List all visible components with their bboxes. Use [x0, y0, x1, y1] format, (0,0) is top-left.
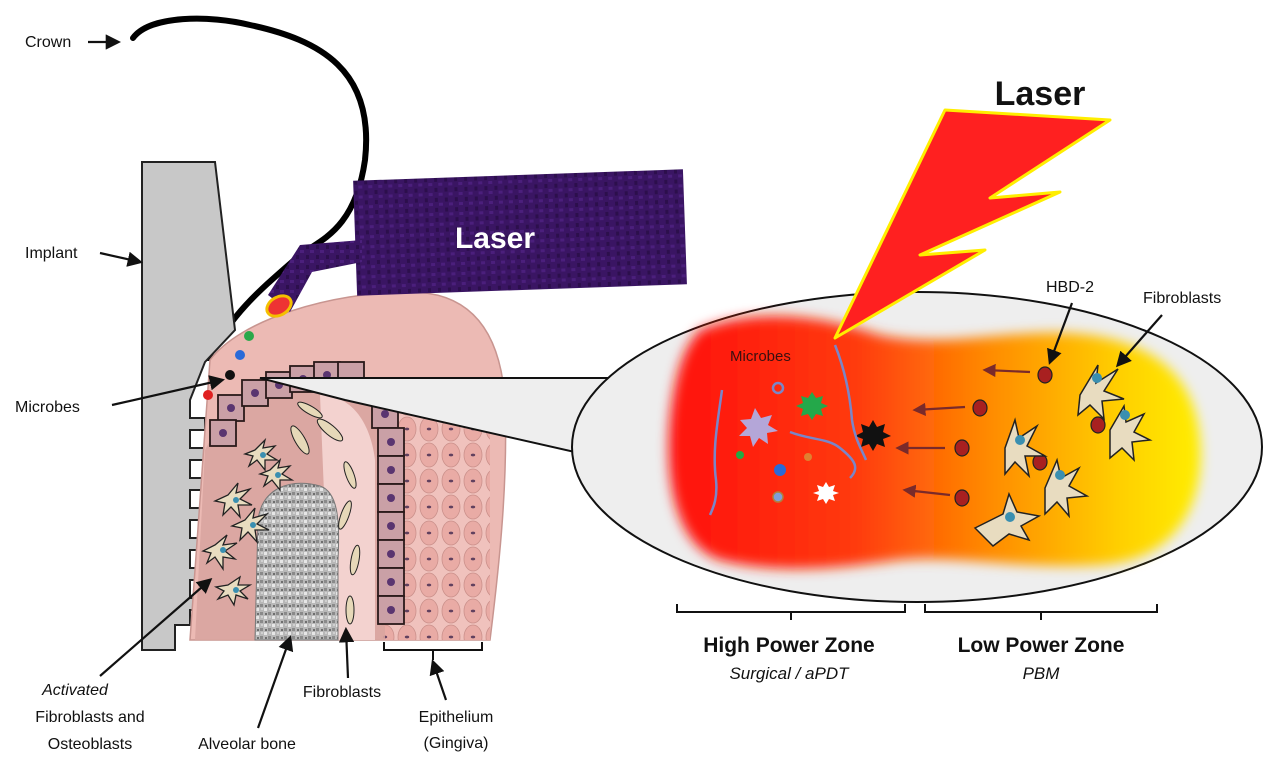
- microbes-right-label: Microbes: [730, 348, 791, 365]
- low-zone-bracket: [925, 604, 1157, 620]
- laser-bolt-label: Laser: [995, 75, 1086, 113]
- epithelium-label: Epithelium: [419, 709, 494, 726]
- crown-label: Crown: [25, 34, 71, 51]
- activated-label: Activated: [41, 682, 109, 699]
- alveolar-bone-label: Alveolar bone: [198, 736, 296, 753]
- implant-label: Implant: [25, 245, 78, 262]
- low-power-zone-subtitle: PBM: [1023, 664, 1061, 683]
- fibroblasts-right-label: Fibroblasts: [1143, 290, 1221, 307]
- microbes-left-label: Microbes: [15, 399, 80, 416]
- laser-probe-label: Laser: [455, 222, 535, 255]
- epithelium-arrow: [433, 662, 446, 700]
- hbd2-label: HBD-2: [1046, 279, 1094, 296]
- epithelium-bracket: [384, 642, 482, 660]
- gingiva-label: (Gingiva): [424, 735, 489, 752]
- implant-arrow: [100, 253, 140, 262]
- fibroblasts-osteoblasts-label-2: Osteoblasts: [48, 736, 132, 753]
- low-power-zone-title: Low Power Zone: [958, 634, 1125, 657]
- high-power-zone-subtitle: Surgical / aPDT: [729, 664, 850, 683]
- fibroblasts-osteoblasts-label-1: Fibroblasts and: [35, 709, 144, 726]
- alveolar-bone-arrow: [258, 638, 290, 728]
- high-power-zone-title: High Power Zone: [703, 634, 875, 657]
- alveolar-bone: [255, 483, 339, 640]
- high-zone-bracket: [677, 604, 905, 620]
- fibroblasts-left-label: Fibroblasts: [303, 684, 381, 701]
